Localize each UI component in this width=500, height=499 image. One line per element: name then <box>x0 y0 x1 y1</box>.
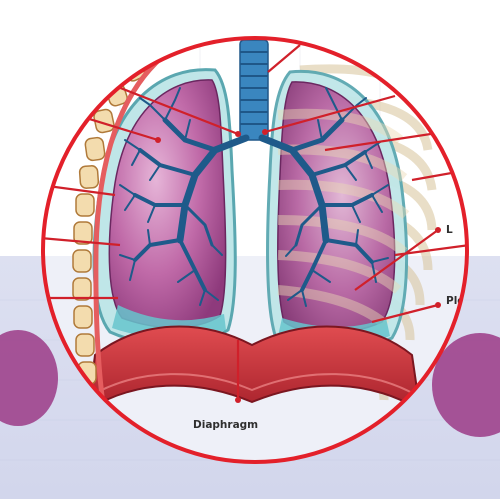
trachea <box>240 40 268 140</box>
label-diaphragm: Diaphragm <box>193 419 258 431</box>
label-stem-bronchus: ste <box>408 83 426 95</box>
label-lung: L <box>446 224 453 236</box>
